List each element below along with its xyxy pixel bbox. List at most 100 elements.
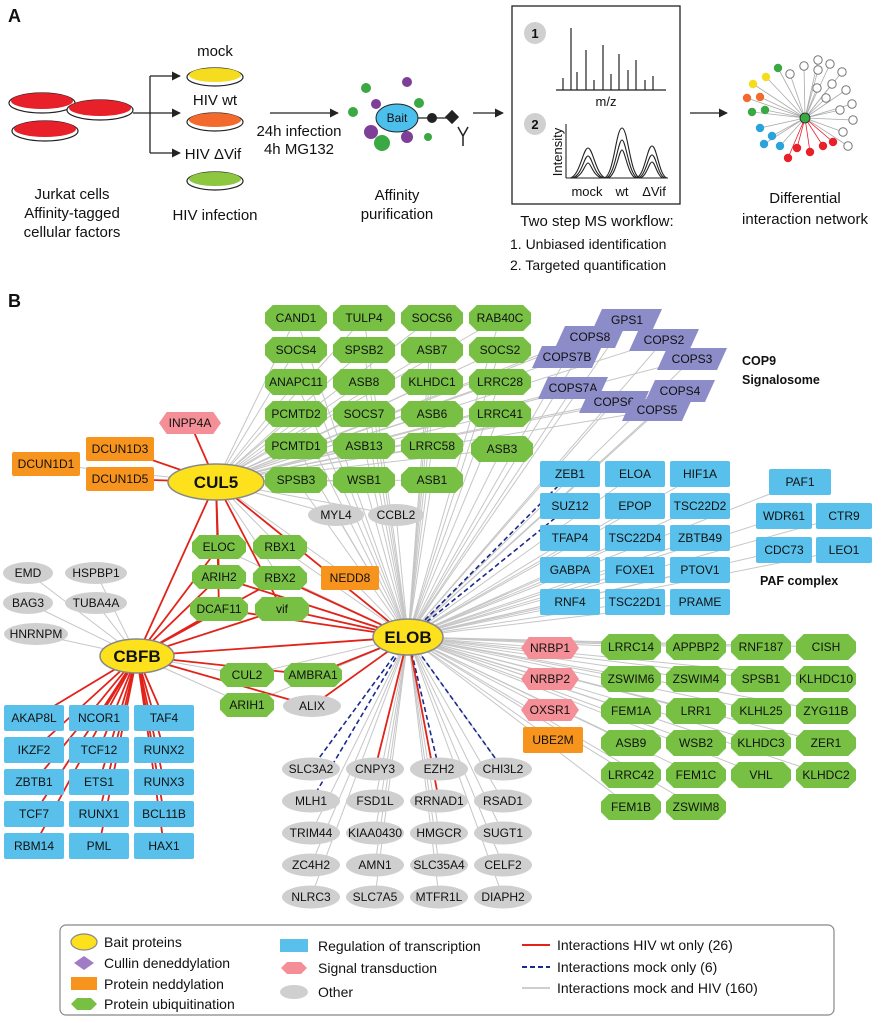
edge-both-elob-cops7b bbox=[407, 356, 568, 638]
node-label-rrnad1: RRNAD1 bbox=[414, 794, 464, 808]
mini-edge bbox=[804, 109, 841, 119]
network-label-1: Differential bbox=[769, 190, 840, 207]
node-label-dcaf11: DCAF11 bbox=[196, 602, 241, 616]
mini-node bbox=[835, 105, 845, 115]
node-runx3: RUNX3 bbox=[134, 769, 194, 795]
node-shape bbox=[333, 433, 395, 459]
condition-mock-label: mock bbox=[197, 43, 233, 60]
node-inpp4a: INPP4A bbox=[159, 412, 221, 434]
node-label-pcmtd1: PCMTD1 bbox=[271, 439, 321, 453]
legend-signal-swatch bbox=[281, 962, 307, 974]
node-label-zswim4: ZSWIM4 bbox=[673, 672, 720, 686]
dish-wt bbox=[186, 112, 244, 132]
mini-network-graphic bbox=[742, 55, 858, 163]
mini-node bbox=[825, 59, 835, 69]
edge-mock-elob-slc3a2 bbox=[310, 636, 409, 770]
node-label-dcun1d3: DCUN1D3 bbox=[92, 442, 149, 456]
node-label-myl4: MYL4 bbox=[320, 508, 352, 522]
quant-dvif-label: ΔVif bbox=[642, 184, 666, 199]
node-shape bbox=[731, 634, 791, 660]
node-shape bbox=[605, 557, 665, 583]
mini-node bbox=[761, 72, 771, 82]
node-shape bbox=[601, 698, 661, 724]
node-fem1a: FEM1A bbox=[601, 698, 661, 724]
legend-ubiquitination: Protein ubiquitination bbox=[104, 996, 235, 1012]
node-shape bbox=[410, 757, 468, 781]
node-eloa: ELOA bbox=[605, 461, 665, 487]
panel-a-label: A bbox=[8, 6, 21, 26]
mini-node bbox=[813, 55, 823, 65]
node-label-dcun1d5: DCUN1D5 bbox=[92, 472, 149, 486]
node-label-asb3: ASB3 bbox=[487, 442, 518, 456]
node-shape bbox=[69, 705, 129, 731]
node-label-nrbp1: NRBP1 bbox=[530, 641, 570, 655]
node-shape bbox=[134, 769, 194, 795]
node-shape bbox=[346, 885, 404, 909]
node-rrnad1: RRNAD1 bbox=[410, 789, 468, 813]
edge-both-elob-wsb1 bbox=[363, 479, 409, 638]
node-fem1c: FEM1C bbox=[666, 762, 726, 788]
node-label-cul5: CUL5 bbox=[194, 473, 238, 492]
node-shape bbox=[731, 730, 791, 756]
node-shape bbox=[134, 833, 194, 859]
node-shape bbox=[69, 769, 129, 795]
node-suz12: SUZ12 bbox=[540, 493, 600, 519]
node-zyg11b: ZYG11B bbox=[796, 698, 856, 724]
edge-both-elob-zbtb49 bbox=[407, 537, 701, 638]
node-label-rab40c: RAB40C bbox=[477, 311, 524, 325]
edge-both-elob-socs4 bbox=[295, 349, 409, 638]
mini-node bbox=[827, 79, 837, 89]
node-akap8l: AKAP8L bbox=[4, 705, 64, 731]
mini-edge bbox=[804, 103, 853, 119]
node-label-mtfr1l: MTFR1L bbox=[416, 890, 463, 904]
node-shape bbox=[756, 537, 812, 563]
node-hif1a: HIF1A bbox=[670, 461, 730, 487]
mini-center-node bbox=[799, 112, 811, 124]
dish-3 bbox=[11, 120, 79, 142]
node-ube2m: UBE2M bbox=[523, 727, 583, 753]
node-cops7b: COPS7B bbox=[532, 346, 602, 368]
node-label-trim44: TRIM44 bbox=[290, 826, 333, 840]
node-rab40c: RAB40C bbox=[469, 305, 531, 331]
node-shape bbox=[255, 597, 309, 621]
node-tulp4: TULP4 bbox=[333, 305, 395, 331]
mini-node bbox=[760, 105, 770, 115]
quant-wt-label: wt bbox=[615, 184, 629, 199]
node-shape bbox=[521, 637, 579, 659]
ap-label-1: Affinity bbox=[375, 187, 420, 204]
node-lrrc28: LRRC28 bbox=[469, 369, 531, 395]
mini-node bbox=[799, 61, 809, 71]
cells-label-2: Affinity-tagged bbox=[24, 205, 120, 222]
node-label-tulp4: TULP4 bbox=[345, 311, 383, 325]
node-label-oxsr1: OXSR1 bbox=[530, 703, 571, 717]
node-shape bbox=[670, 525, 730, 551]
node-oxsr1: OXSR1 bbox=[521, 699, 579, 721]
step-1-badge bbox=[524, 22, 546, 44]
node-label-klhdc3: KLHDC3 bbox=[737, 736, 785, 750]
node-shape bbox=[134, 705, 194, 731]
condition-wt-label: HIV wt bbox=[193, 92, 238, 109]
node-klhdc3: KLHDC3 bbox=[731, 730, 791, 756]
edge-both-elob-paf1 bbox=[407, 481, 801, 638]
node-asb9: ASB9 bbox=[601, 730, 661, 756]
node-label-ambra1: AMBRA1 bbox=[288, 668, 338, 682]
node-label-asb9: ASB9 bbox=[616, 736, 647, 750]
node-tsc22d4: TSC22D4 bbox=[605, 525, 665, 551]
node-label-sugt1: SUGT1 bbox=[483, 826, 523, 840]
node-label-rbm14: RBM14 bbox=[14, 839, 54, 853]
node-label-lrrc42: LRRC42 bbox=[608, 768, 654, 782]
edge-mock-elob-chi3l2 bbox=[407, 636, 504, 770]
node-rbm14: RBM14 bbox=[4, 833, 64, 859]
node-dcun1d1: DCUN1D1 bbox=[12, 452, 80, 476]
legend-neddylation: Protein neddylation bbox=[104, 976, 224, 992]
node-shape bbox=[265, 467, 327, 493]
node-shape bbox=[601, 730, 661, 756]
edge-wt-elob-arih2 bbox=[218, 576, 409, 638]
legend-mock-only: Interactions mock only (6) bbox=[557, 959, 717, 975]
node-socs2: SOCS2 bbox=[469, 337, 531, 363]
node-shape bbox=[401, 337, 463, 363]
mass-spectrum bbox=[556, 28, 666, 91]
node-label-amn1: AMN1 bbox=[358, 858, 392, 872]
node-paf1: PAF1 bbox=[769, 469, 831, 495]
node-shape bbox=[346, 821, 404, 845]
